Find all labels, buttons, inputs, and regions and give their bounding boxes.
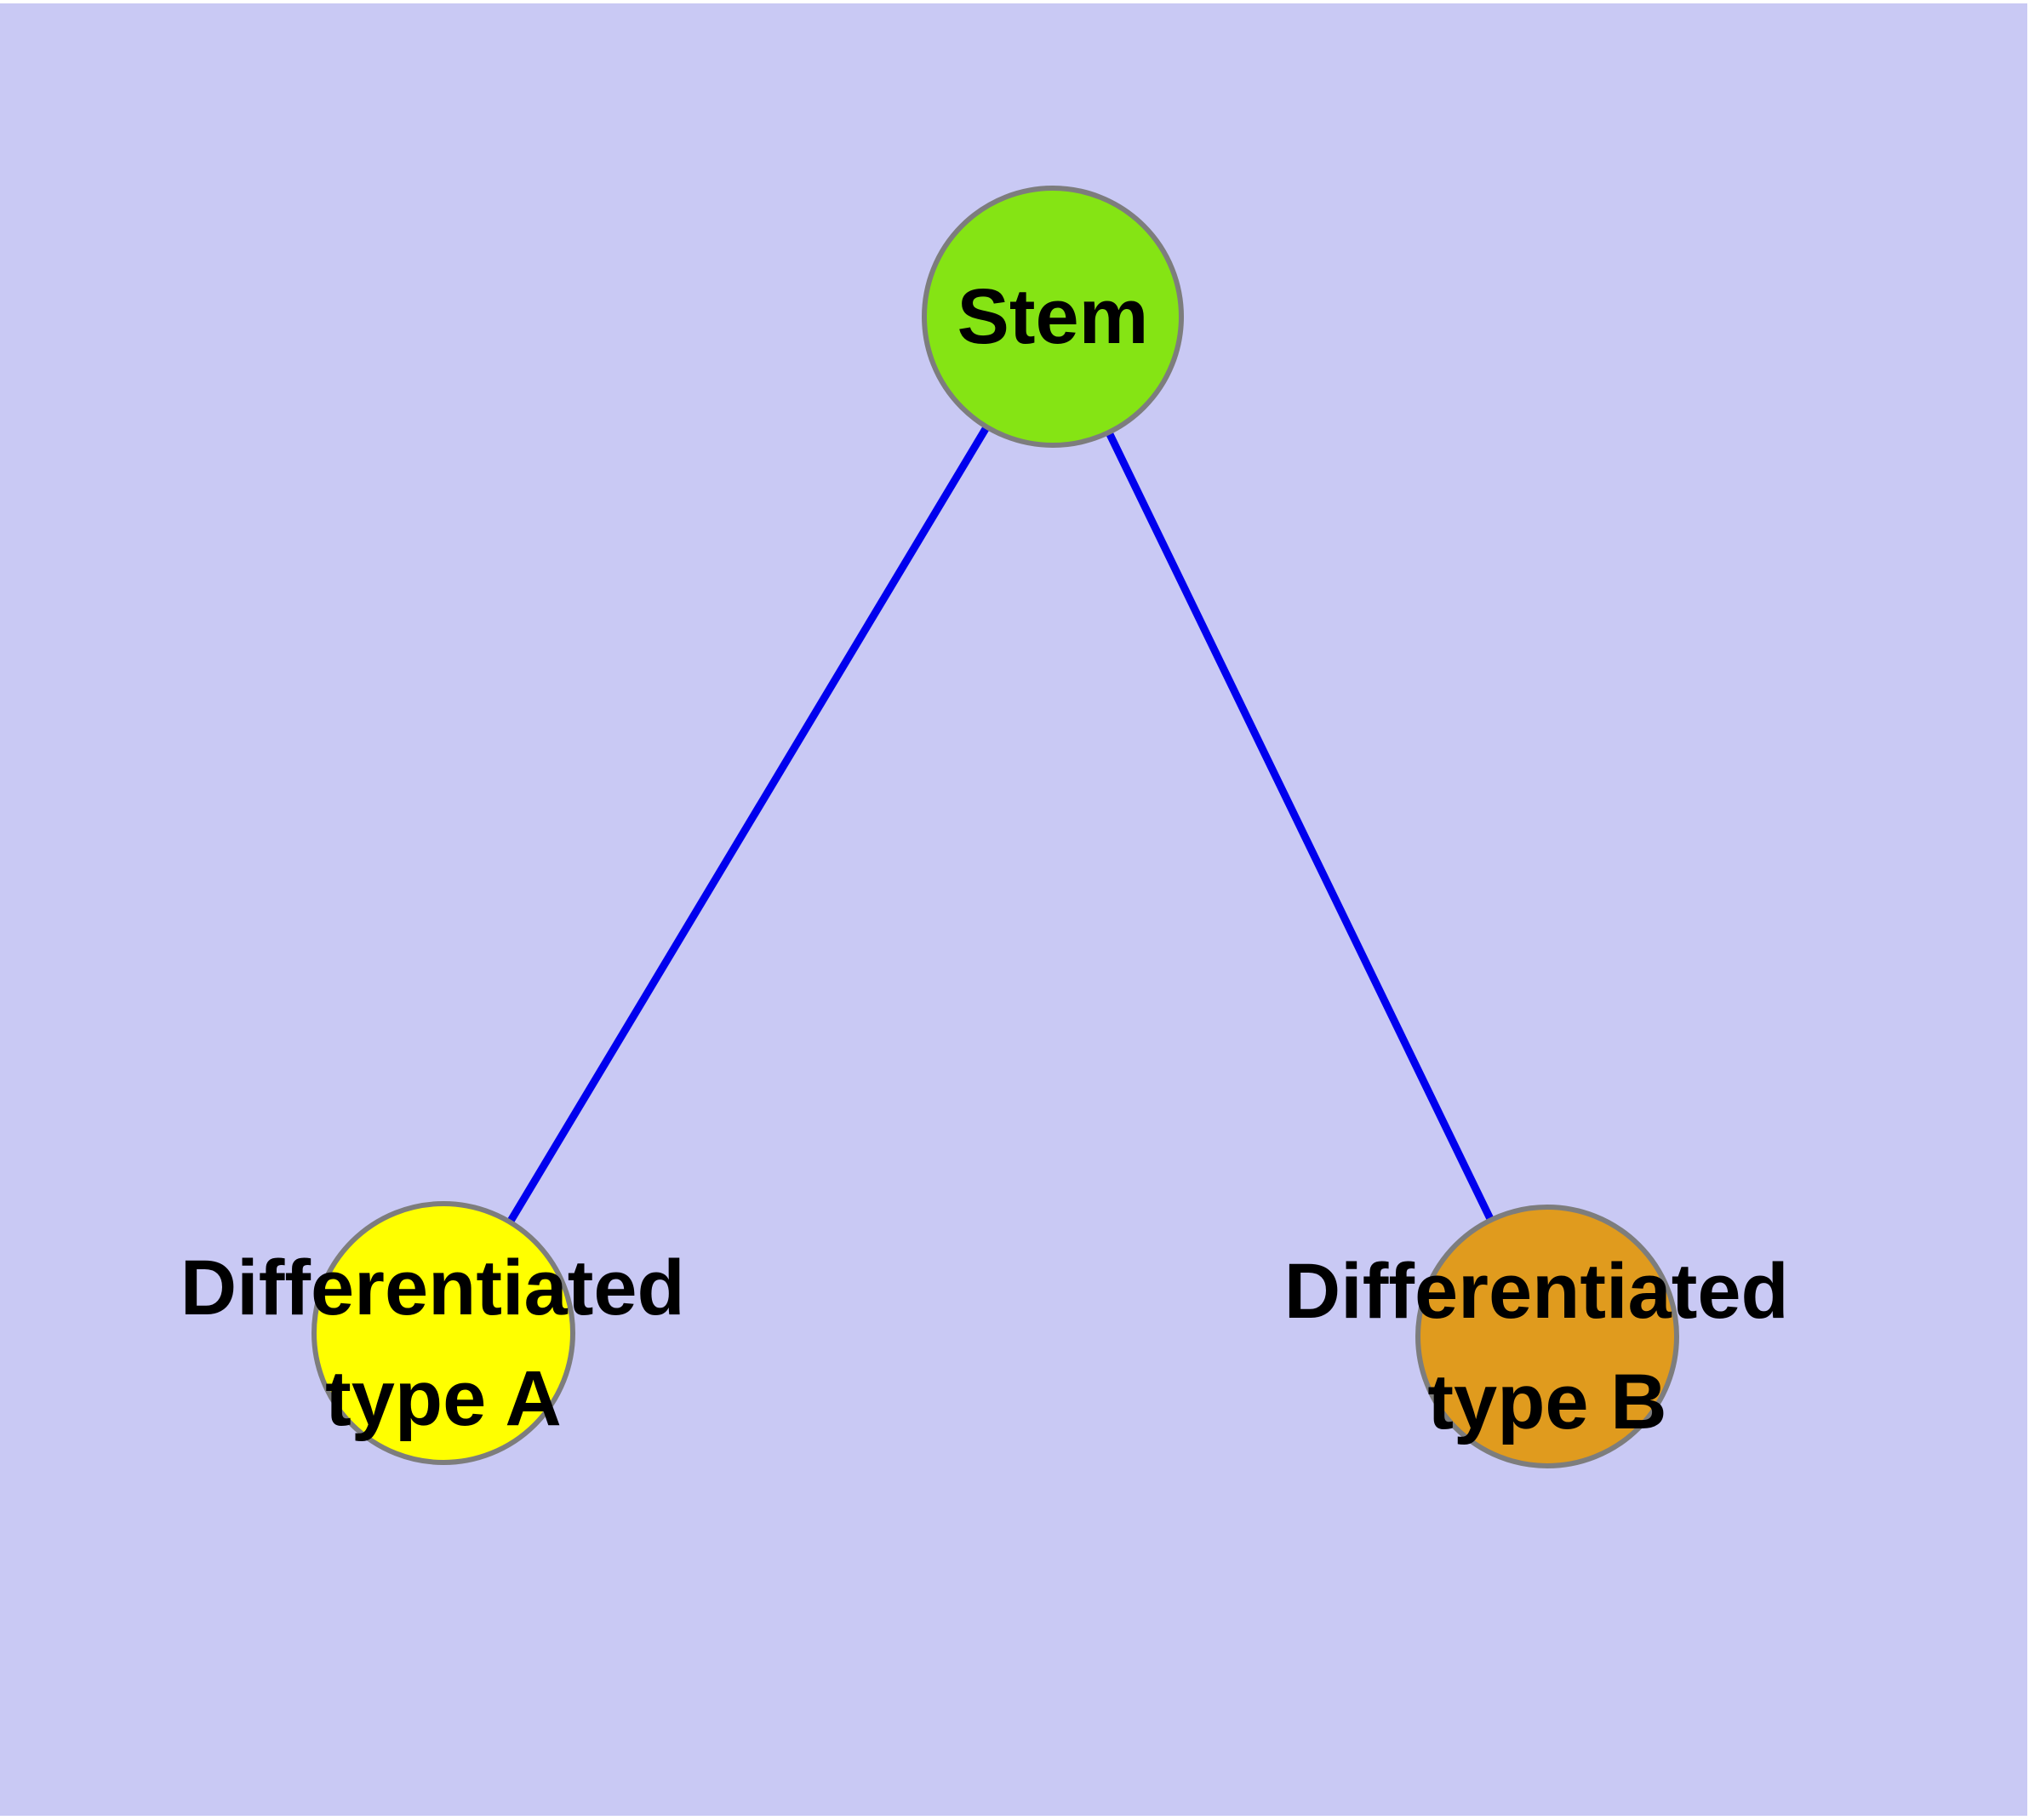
node-differentiated-type-b[interactable] [1415, 1205, 1679, 1468]
node-labels: Stem Differentiated type A Differentiate… [180, 273, 1811, 1445]
node-type-b-label-line1: Differentiated [1284, 1248, 1789, 1335]
node-type-b-label: Differentiated type B [1284, 1248, 1811, 1445]
node-type-a-label-line2: type A [325, 1355, 562, 1442]
node-type-a-label: Differentiated type A [180, 1245, 707, 1442]
node-differentiated-type-a[interactable] [311, 1201, 575, 1465]
edge-stem-to-type-b [1049, 315, 1552, 1338]
edges [440, 314, 1552, 1338]
node-type-a-label-line1: Differentiated [180, 1245, 685, 1331]
node-type-b-label-line2: type B [1427, 1359, 1666, 1445]
edge-stem-to-type-a [440, 314, 1056, 1336]
node-stem[interactable] [922, 186, 1184, 448]
nodes [311, 186, 1679, 1468]
node-stem-label: Stem [957, 273, 1149, 360]
